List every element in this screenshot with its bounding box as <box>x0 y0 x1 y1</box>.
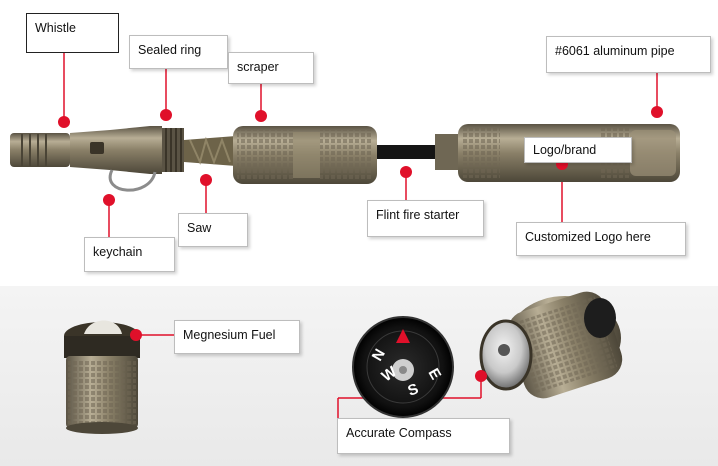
label-whistle: Whistle <box>26 13 119 53</box>
label-magnesium-fuel: Megnesium Fuel <box>174 320 300 354</box>
saw-part <box>184 136 236 166</box>
label-customized-logo: Customized Logo here <box>516 222 686 256</box>
label-accurate-compass: Accurate Compass <box>337 418 510 454</box>
scraper-part <box>233 126 377 184</box>
whistle-part <box>10 126 184 192</box>
label-logo-brand: Logo/brand <box>524 137 632 163</box>
magnesium-cap-part <box>64 320 140 434</box>
flint-rod <box>377 145 435 159</box>
label-scraper: scraper <box>228 52 314 84</box>
compass-dial <box>352 316 454 418</box>
label-sealed-ring: Sealed ring <box>129 35 228 69</box>
label-saw: Saw <box>178 213 248 247</box>
label-flint-fire-starter: Flint fire starter <box>367 200 484 237</box>
compass-cap-part <box>479 291 623 399</box>
label-keychain: keychain <box>84 237 175 272</box>
label-aluminum-pipe: #6061 aluminum pipe <box>546 36 711 73</box>
